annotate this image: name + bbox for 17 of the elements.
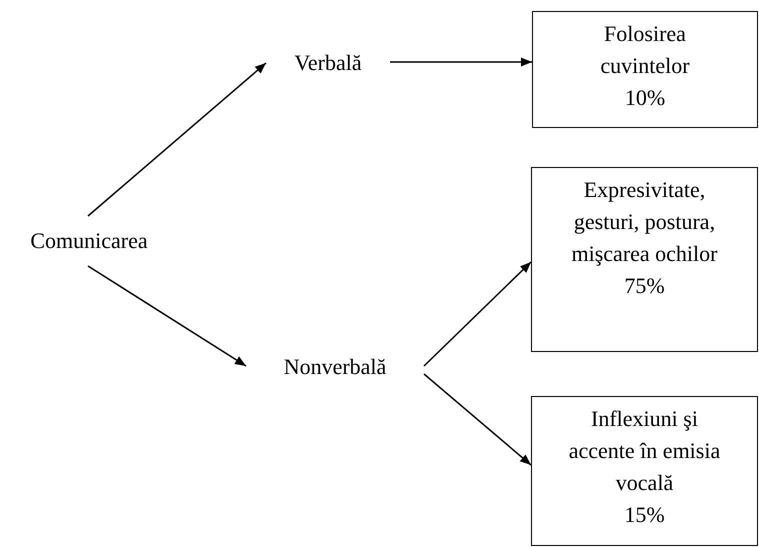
- description-text: Expresivitate, gesturi, postura, mişcarea ochilor: [570, 176, 718, 268]
- branch-text: Verbală: [294, 49, 362, 77]
- concept-text: Comunicarea: [30, 227, 148, 255]
- arrow: [424, 373, 532, 466]
- branch-text: Nonverbală: [284, 353, 386, 381]
- percentage-text: 15%: [624, 501, 665, 529]
- description-text: Inflexiuni şi accente în emisia vocală: [568, 405, 722, 497]
- category-box: [532, 11, 758, 128]
- arrow: [88, 62, 266, 217]
- percentage-text: 75%: [624, 272, 665, 300]
- category-box: [531, 396, 758, 546]
- percentage-text: 10%: [624, 84, 666, 112]
- arrow: [423, 261, 532, 367]
- arrow: [390, 58, 532, 66]
- description-text: Folosirea cuvintelor: [599, 20, 691, 80]
- arrow: [88, 265, 246, 367]
- category-box: [531, 167, 758, 352]
